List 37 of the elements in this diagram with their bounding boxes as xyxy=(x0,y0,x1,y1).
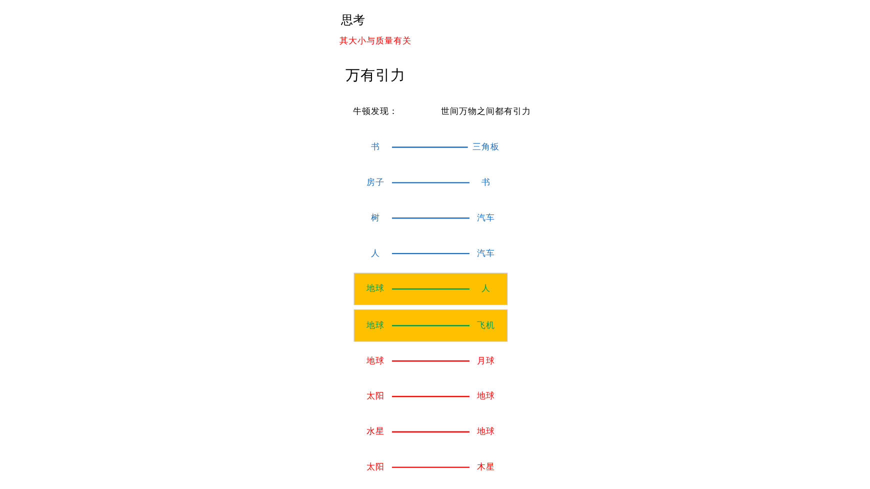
node-text: 三角板 xyxy=(472,142,500,152)
node-text: 太阳 xyxy=(366,462,384,472)
node-text: 地球 xyxy=(366,284,384,294)
connector xyxy=(392,360,470,362)
label: 世间万物之间都有引力 xyxy=(441,106,531,117)
node-text: 月球 xyxy=(477,356,495,366)
node-text: 书 xyxy=(370,142,380,152)
node-text: 汽车 xyxy=(477,248,495,258)
node-text: 书 xyxy=(482,177,490,188)
label: 万有引力 xyxy=(345,66,406,84)
node-text: 地球 xyxy=(366,356,384,366)
connector xyxy=(392,182,470,183)
label: 牛顿发现： xyxy=(352,106,398,117)
label: 其大小与质量有关 xyxy=(339,36,412,46)
node-text: 汽车 xyxy=(477,212,495,223)
node-text: 地球 xyxy=(477,391,495,402)
connector xyxy=(392,217,470,218)
connector xyxy=(392,146,468,148)
connector xyxy=(392,324,470,326)
node-text: 飞机 xyxy=(477,320,495,330)
connector xyxy=(392,252,470,254)
node-text: 太阳 xyxy=(366,391,384,402)
node-text: 房子 xyxy=(366,177,384,188)
node-text: 人 xyxy=(370,248,380,258)
node-text: 地球 xyxy=(477,426,495,437)
node-text: 水星 xyxy=(366,426,384,437)
node-text: 木星 xyxy=(477,462,495,472)
node-text: 地球 xyxy=(366,320,384,330)
cluster xyxy=(354,308,508,342)
node-text: 人 xyxy=(482,284,490,294)
connector xyxy=(392,395,470,397)
node-text: 树 xyxy=(370,212,380,223)
connector xyxy=(392,430,470,432)
connector xyxy=(392,288,470,290)
diagram-title: 思考 xyxy=(340,12,365,26)
cluster xyxy=(354,272,508,305)
connector xyxy=(392,466,470,468)
